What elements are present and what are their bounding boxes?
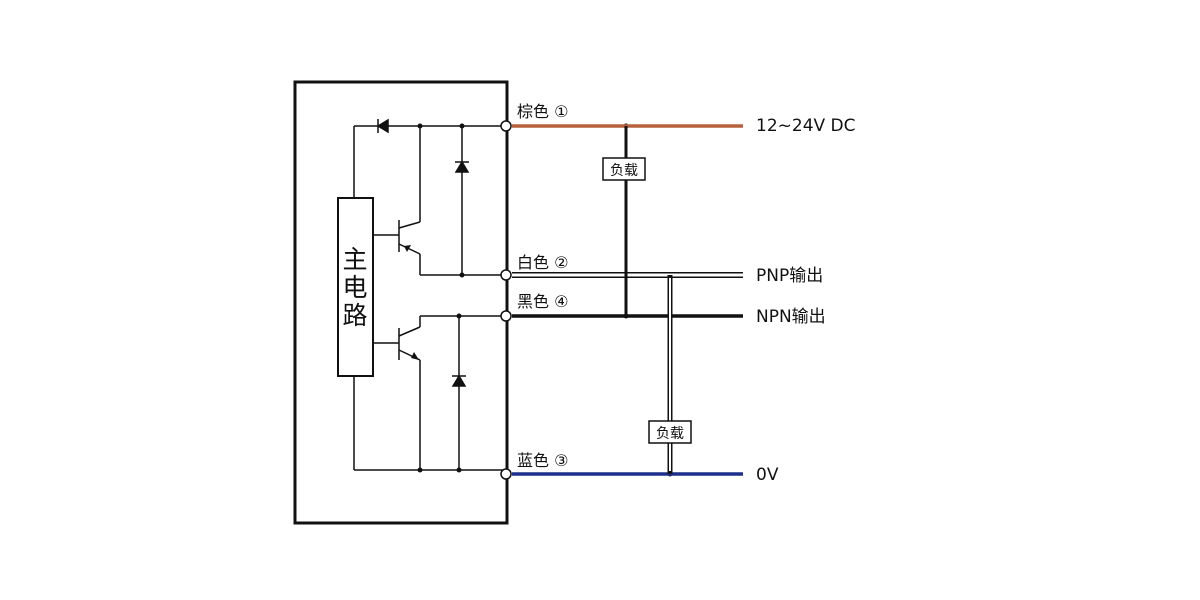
main-circuit-char-1: 主 [342, 245, 367, 274]
npn-output-label: NPN输出 [756, 307, 826, 327]
upper-load-label: 负载 [610, 163, 638, 179]
sensor-housing [293, 80, 509, 525]
supply-label: 12~24V DC [756, 116, 856, 136]
lower-load-label: 负载 [656, 426, 684, 442]
upper-load: 负载 [602, 157, 646, 181]
lower-load: 负载 [648, 420, 692, 444]
terminals [500, 120, 512, 480]
main-circuit-block: 主 电 路 [337, 197, 374, 377]
brown-wire-label: 棕色 ① [517, 102, 568, 121]
diode-symbols [376, 118, 470, 387]
pnp-output-label: PNP输出 [756, 266, 823, 286]
main-circuit-char-2: 电 [342, 273, 367, 302]
transistor-arrows [404, 245, 419, 360]
internal-circuitry [353, 125, 506, 471]
blue-wire-label: 蓝色 ③ [517, 451, 568, 470]
black-wire-label: 黑色 ④ [517, 292, 568, 311]
terminal-blue [500, 468, 512, 480]
terminal-black [500, 310, 512, 322]
zero-volt-label: 0V [756, 465, 779, 485]
main-circuit-char-3: 路 [342, 301, 367, 330]
terminal-white [500, 269, 512, 281]
white-wire-label: 白色 ② [517, 253, 568, 272]
terminal-brown [500, 120, 512, 132]
